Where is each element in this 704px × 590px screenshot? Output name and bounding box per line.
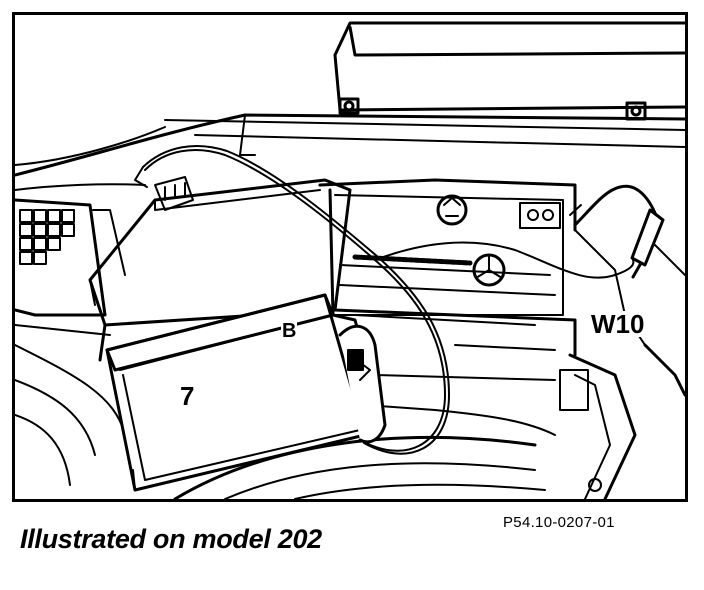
figure-caption: Illustrated on model 202 <box>20 524 322 554</box>
test-lead <box>134 145 635 455</box>
firewall-panel <box>15 113 685 191</box>
illustration-frame: 7 B W10 <box>12 12 688 502</box>
tester-device <box>105 293 387 492</box>
battery-cover <box>88 178 352 362</box>
air-filter-housing <box>333 21 685 121</box>
ground-terminal <box>569 184 665 279</box>
figure-reference-number: P54.10-0207-01 <box>503 514 615 531</box>
right-strut <box>559 229 685 499</box>
callout-ground-w10: W10 <box>589 309 647 339</box>
fuse-box <box>15 198 126 336</box>
callout-tester-7: 7 <box>180 381 195 411</box>
callout-terminal-b: B <box>281 320 298 342</box>
engine-bay-illustration <box>15 21 685 499</box>
